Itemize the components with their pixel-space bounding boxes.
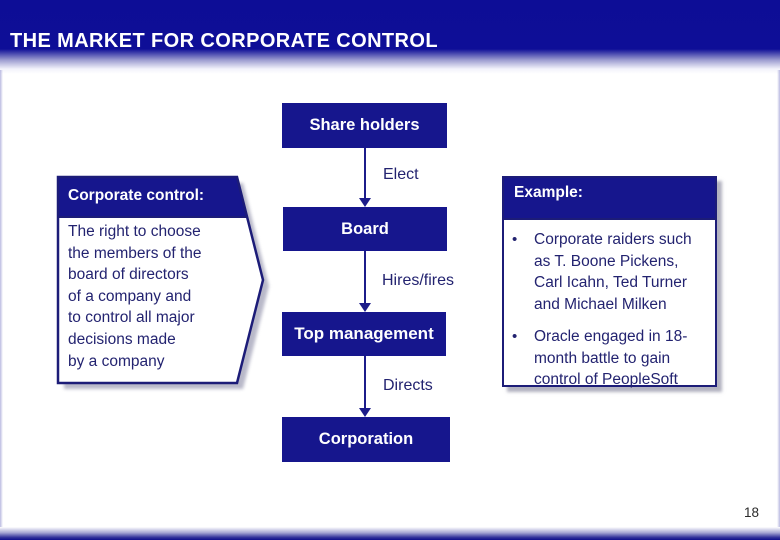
pentagon-header-band (58, 177, 247, 217)
right-edge-accent (777, 70, 780, 527)
example-box-body: • Corporate raiders such as T. Boone Pic… (504, 220, 715, 391)
bullet-text-raiders: Corporate raiders such as T. Boone Picke… (534, 231, 692, 314)
pentagon-body (58, 177, 263, 383)
arrowhead-icon (359, 408, 371, 417)
flow-node-corporation: Corporation (282, 417, 450, 462)
arrow-board-to-top-management (364, 251, 366, 304)
definition-box-header: Corporate control: (68, 187, 205, 204)
bullet-item: • Oracle engaged in 18- month battle to … (510, 326, 711, 391)
left-edge-accent (0, 70, 3, 527)
flow-node-top-management: Top management (282, 312, 446, 356)
footer-bar (0, 527, 780, 540)
arrow-top-management-to-corporation (364, 356, 366, 409)
page-number: 18 (744, 505, 760, 520)
bullet-icon: • (512, 231, 518, 248)
edge-label-elect: Elect (383, 166, 419, 183)
edge-label-directs: Directs (383, 377, 433, 394)
example-box-header: Example: (504, 178, 715, 220)
arrowhead-icon (359, 303, 371, 312)
definition-pentagon-shape (56, 175, 269, 389)
bullet-text-oracle: Oracle engaged in 18- month battle to ga… (534, 327, 688, 389)
arrowhead-icon (359, 198, 371, 207)
flow-node-shareholders: Share holders (282, 103, 447, 148)
flow-node-board: Board (283, 207, 447, 251)
header-banner (0, 0, 780, 74)
bullet-icon: • (512, 327, 518, 345)
slide-title: THE MARKET FOR CORPORATE CONTROL (10, 30, 438, 52)
definition-box-body: The right to choose the members of the b… (68, 223, 202, 370)
example-box: Example: • Corporate raiders such as T. … (502, 176, 717, 388)
edge-label-hires-fires: Hires/fires (382, 272, 455, 289)
arrow-shareholders-to-board (364, 148, 366, 199)
bullet-item: • Corporate raiders such as T. Boone Pic… (510, 229, 711, 316)
pentagon-outline (56, 175, 265, 385)
